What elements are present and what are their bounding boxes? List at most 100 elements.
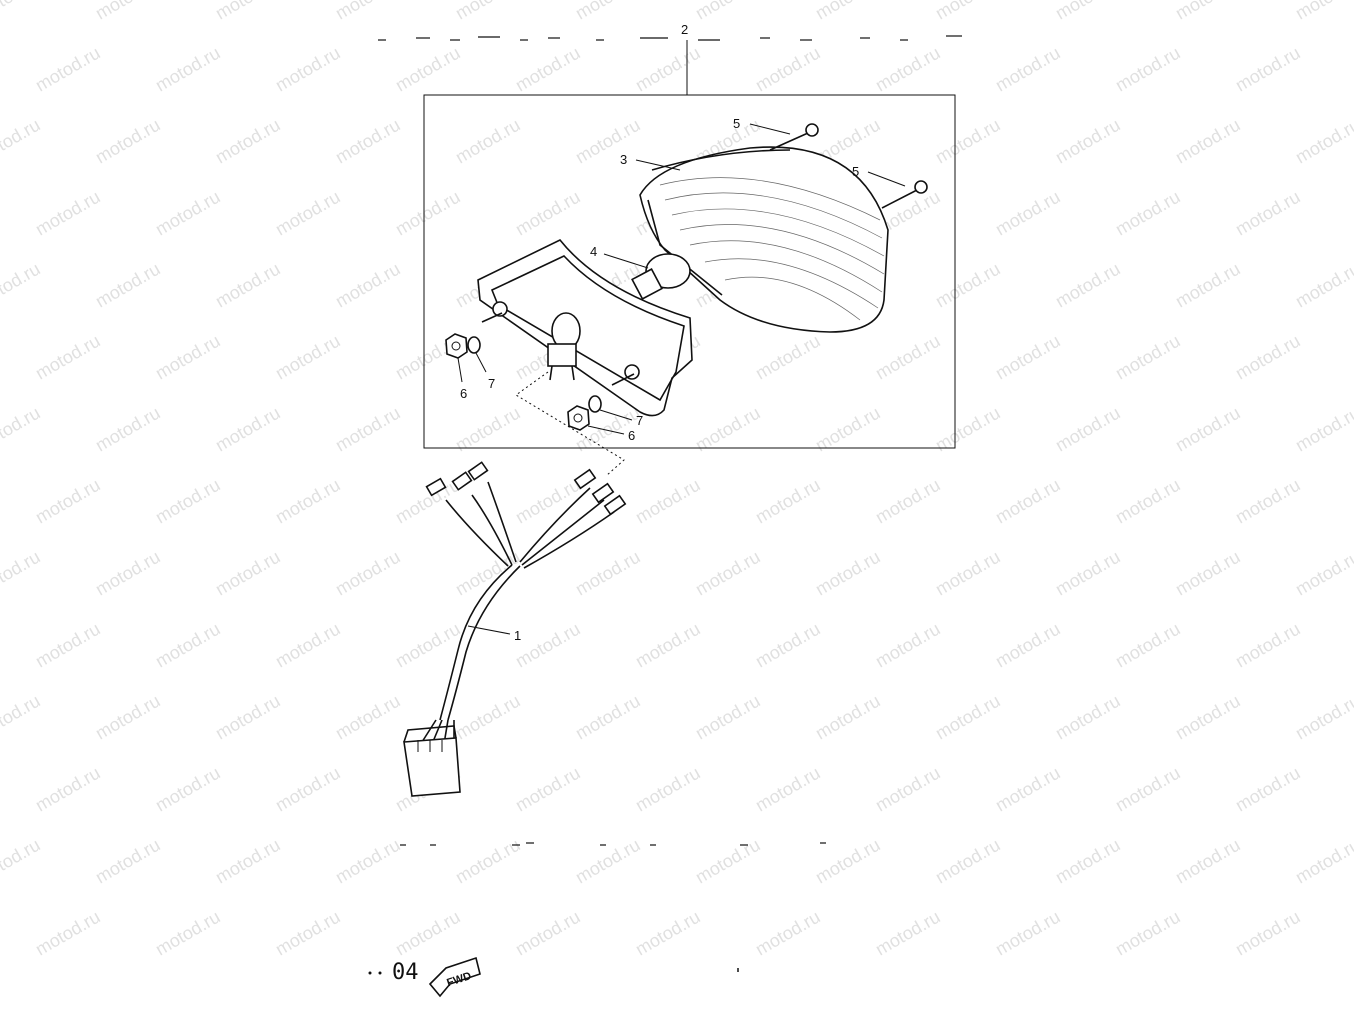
watermark-text: motod.ru <box>932 835 1004 888</box>
watermark-text: motod.ru <box>632 907 704 960</box>
watermark-text: motod.ru <box>692 0 764 23</box>
watermark-text: motod.ru <box>392 619 464 672</box>
watermark-text: motod.ru <box>1112 187 1184 240</box>
callout-5-upper: 5 <box>733 116 740 131</box>
watermark-text: motod.ru <box>692 547 764 600</box>
watermark-text: motod.ru <box>332 403 404 456</box>
callout-7-left: 7 <box>488 376 495 391</box>
watermark-text: motod.ru <box>1052 403 1124 456</box>
watermark-text: motod.ru <box>1292 835 1354 888</box>
watermark-text: motod.ru <box>872 907 944 960</box>
watermark-text: motod.ru <box>872 331 944 384</box>
watermark-text: motod.ru <box>272 907 344 960</box>
watermark-text: motod.ru <box>152 763 224 816</box>
watermark-text: motod.ru <box>92 691 164 744</box>
leader-4 <box>603 253 649 269</box>
screw-right <box>881 180 928 209</box>
watermark-text: motod.ru <box>1172 691 1244 744</box>
watermark-text: motod.ru <box>512 763 584 816</box>
nut-right <box>567 405 590 431</box>
watermark-text: motod.ru <box>92 259 164 312</box>
leader-5-right <box>867 171 906 187</box>
watermark-text: motod.ru <box>1292 115 1354 168</box>
watermark-text: motod.ru <box>152 619 224 672</box>
watermark-text: motod.ru <box>0 403 44 456</box>
watermark-text: motod.ru <box>0 115 44 168</box>
watermark-text: motod.ru <box>992 619 1064 672</box>
watermark-text: motod.ru <box>1052 835 1124 888</box>
watermark-text: motod.ru <box>92 115 164 168</box>
watermark-text: motod.ru <box>32 331 104 384</box>
watermark-text: motod.ru <box>332 547 404 600</box>
watermark-text: motod.ru <box>752 331 824 384</box>
watermark-text: motod.ru <box>332 115 404 168</box>
wire-harness <box>421 461 627 745</box>
watermark-text: motod.ru <box>212 547 284 600</box>
leader-7-left <box>475 352 487 373</box>
watermark-text: motod.ru <box>332 0 404 23</box>
watermark-text: motod.ru <box>152 475 224 528</box>
watermark-text: motod.ru <box>872 619 944 672</box>
watermark-text: motod.ru <box>512 43 584 96</box>
watermark-text: motod.ru <box>0 259 44 312</box>
watermark-text: motod.ru <box>212 259 284 312</box>
watermark-text: motod.ru <box>752 43 824 96</box>
watermark-text: motod.ru <box>632 43 704 96</box>
watermark-text: motod.ru <box>1112 475 1184 528</box>
callout-5-right: 5 <box>852 164 859 179</box>
tail-lens <box>639 146 889 333</box>
washer-right <box>588 395 602 413</box>
watermark-text: motod.ru <box>992 763 1064 816</box>
watermark-text: motod.ru <box>32 475 104 528</box>
assembly-frame <box>423 94 956 449</box>
leader-7-right <box>599 409 633 421</box>
watermark-text: motod.ru <box>1112 619 1184 672</box>
watermark-text: motod.ru <box>992 907 1064 960</box>
watermark-text: motod.ru <box>32 619 104 672</box>
watermark-text: motod.ru <box>632 619 704 672</box>
watermark-text: motod.ru <box>932 259 1004 312</box>
watermark-text: motod.ru <box>0 547 44 600</box>
watermark-text: motod.ru <box>932 115 1004 168</box>
watermark-text: motod.ru <box>992 331 1064 384</box>
watermark-text: motod.ru <box>1112 43 1184 96</box>
watermark-text: motod.ru <box>452 0 524 23</box>
watermark-text: motod.ru <box>212 403 284 456</box>
watermark-text: motod.ru <box>1232 43 1304 96</box>
watermark-text: motod.ru <box>272 763 344 816</box>
watermark-text: motod.ru <box>1052 0 1124 23</box>
bulb <box>631 253 691 300</box>
callout-3: 3 <box>620 152 627 167</box>
watermark-text: motod.ru <box>272 43 344 96</box>
watermark-text: motod.ru <box>1172 115 1244 168</box>
watermark-text: motod.ru <box>1052 691 1124 744</box>
screw-upper <box>769 123 819 151</box>
callout-6-right: 6 <box>628 428 635 443</box>
watermark-text: motod.ru <box>392 43 464 96</box>
watermark-text: motod.ru <box>752 763 824 816</box>
leader-6-left <box>457 357 463 383</box>
watermark-text: motod.ru <box>872 475 944 528</box>
watermark-text: motod.ru <box>1292 403 1354 456</box>
leader-6-right <box>587 425 625 435</box>
watermark-text: motod.ru <box>92 403 164 456</box>
watermark-text: motod.ru <box>152 43 224 96</box>
watermark-text: motod.ru <box>752 475 824 528</box>
watermark-text: motod.ru <box>1172 403 1244 456</box>
watermark-text: motod.ru <box>752 619 824 672</box>
watermark-text: motod.ru <box>1232 187 1304 240</box>
watermark-text: motod.ru <box>1232 331 1304 384</box>
watermark-text: motod.ru <box>212 835 284 888</box>
watermark-text: motod.ru <box>1232 619 1304 672</box>
watermark-text: motod.ru <box>272 331 344 384</box>
watermark-text: motod.ru <box>152 331 224 384</box>
watermark-text: motod.ru <box>452 835 524 888</box>
watermark-text: motod.ru <box>512 907 584 960</box>
watermark-text: motod.ru <box>0 835 44 888</box>
watermark-text: motod.ru <box>452 115 524 168</box>
watermark-text: motod.ru <box>332 835 404 888</box>
watermark-text: motod.ru <box>872 43 944 96</box>
watermark-text: motod.ru <box>812 691 884 744</box>
watermark-text: motod.ru <box>212 115 284 168</box>
